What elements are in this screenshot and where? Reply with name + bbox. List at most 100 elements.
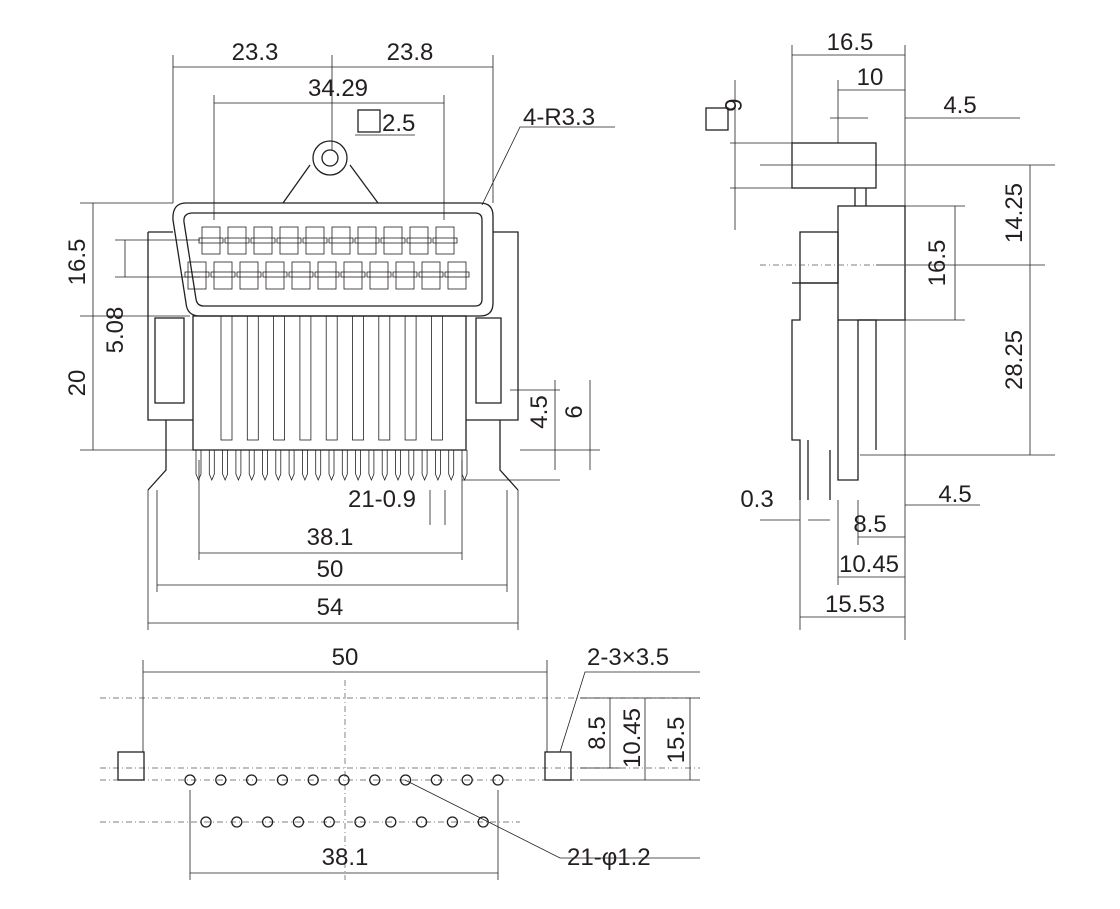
contact-clip — [380, 237, 406, 244]
contact-row1 — [201, 226, 221, 255]
connector-shroud — [172, 202, 494, 317]
pin — [408, 450, 415, 482]
contact-clip — [236, 271, 262, 278]
pin — [421, 450, 428, 482]
pin — [288, 450, 295, 482]
pin — [208, 450, 215, 482]
contact-clip — [328, 237, 354, 244]
side-cap — [791, 142, 877, 189]
contact-clip — [224, 237, 250, 244]
pin-hole — [261, 816, 274, 828]
pin — [395, 450, 401, 482]
contact-row1 — [383, 226, 403, 255]
contact-row1 — [253, 226, 273, 255]
contact-clip — [432, 237, 458, 244]
mount-hole-left — [117, 751, 145, 781]
side-bracket — [791, 188, 877, 500]
pin-hole — [446, 816, 459, 828]
mount-hole-right — [544, 751, 572, 781]
pin — [235, 450, 242, 482]
dim-16.5-side: 16.5 — [924, 240, 951, 287]
body-slot — [430, 315, 443, 441]
front-body-outline — [147, 231, 519, 491]
dim-38.1-footprint: 38.1 — [322, 844, 369, 871]
contact-row1 — [227, 226, 247, 255]
pin-hole — [399, 774, 412, 786]
contact-clip — [184, 271, 210, 278]
contact-row2 — [265, 261, 285, 290]
pin — [315, 450, 322, 482]
dim-2.5: 2.5 — [382, 110, 415, 137]
pin-hole — [430, 774, 443, 786]
side-shell — [837, 205, 906, 321]
side-dimensions: 16.5 10 4.5 6 14.25 16.5 28.25 0.3 4.5 8… — [705, 29, 1055, 640]
front-dimensions: 23.3 23.8 34.29 2.5 4-R3.3 16.5 5.08 20 … — [64, 39, 615, 630]
dim-4.5-front: 4.5 — [526, 395, 553, 428]
pin-hole — [200, 816, 212, 828]
right-window — [475, 317, 502, 404]
body-slot — [325, 315, 338, 441]
dim-4-R3.3: 4-R3.3 — [523, 104, 595, 131]
tab-hole-outer — [312, 140, 348, 176]
contact-row2 — [291, 261, 311, 290]
contact-row1 — [409, 226, 429, 255]
contact-clip — [262, 271, 288, 278]
pin — [328, 450, 335, 482]
square-2.5-symbol — [357, 109, 381, 133]
dim-6-side: 6 — [719, 98, 746, 111]
dim-28.25: 28.25 — [1001, 330, 1028, 390]
side-front-block — [799, 231, 839, 284]
dim-6-front: 6 — [561, 405, 588, 418]
contact-clip — [444, 271, 470, 278]
body-slot — [299, 315, 312, 441]
pin-hole — [323, 816, 335, 828]
dim-10.45-side: 10.45 — [839, 551, 899, 578]
pin-hole — [415, 816, 428, 828]
pin-hole — [461, 774, 473, 786]
inner-body — [192, 315, 467, 451]
contact-row2 — [343, 261, 363, 290]
left-window — [154, 317, 185, 404]
pin-hole — [354, 816, 366, 828]
dim-23.3: 23.3 — [232, 39, 279, 66]
contact-clip — [366, 271, 392, 278]
pin — [302, 450, 308, 482]
pin — [381, 450, 388, 482]
body-slot — [404, 315, 417, 441]
contact-clip — [250, 237, 276, 244]
tab-hole-inner — [321, 149, 339, 167]
contact-row1 — [331, 226, 351, 255]
contact-row2 — [239, 261, 259, 290]
pin — [461, 450, 468, 482]
pin-hole — [276, 774, 289, 786]
dim-10.45-footprint: 10.45 — [619, 708, 646, 768]
dim-21-0.9: 21-0.9 — [348, 486, 416, 513]
dim-2-3x3.5: 2-3×3.5 — [587, 644, 669, 671]
contact-clip — [406, 237, 432, 244]
dim-54: 54 — [317, 594, 344, 621]
side-view — [791, 142, 906, 500]
contact-clip — [392, 271, 418, 278]
contact-row1 — [279, 226, 299, 255]
dim-50-footprint: 50 — [332, 644, 359, 671]
body-slot — [273, 315, 286, 441]
square-6-symbol — [705, 107, 729, 131]
contact-clip — [210, 271, 236, 278]
dim-23.8: 23.8 — [387, 39, 434, 66]
contact-clip — [288, 271, 314, 278]
pin-hole — [184, 774, 196, 786]
contact-row1 — [357, 226, 377, 255]
dim-8.5-side: 8.5 — [853, 511, 886, 538]
body-slot — [352, 315, 364, 441]
pin-hole — [385, 816, 397, 828]
pin-hole — [231, 816, 243, 828]
body-slot — [246, 315, 259, 441]
dim-10: 10 — [857, 64, 884, 91]
dim-4.5-side-top: 4.5 — [943, 92, 976, 119]
dim-50-front: 50 — [317, 556, 344, 583]
contact-clip — [302, 237, 328, 244]
pin-hole — [369, 774, 381, 786]
dim-16.5-side-top: 16.5 — [827, 29, 874, 56]
connector-shroud-inner — [183, 212, 483, 307]
